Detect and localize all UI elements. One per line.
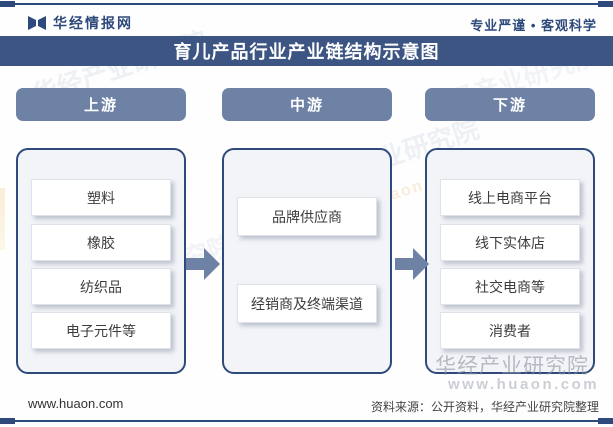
bottom-rule-left-cap — [0, 418, 15, 424]
bottom-rule — [0, 420, 613, 422]
brand-name: 华经情报网 — [53, 15, 133, 31]
node-electronic-components: 电子元件等 — [31, 312, 171, 349]
arrow-shaft — [395, 258, 413, 270]
arrow-shaft — [186, 258, 204, 270]
panel-downstream: 线上电商平台 线下实体店 社交电商等 消费者 — [425, 148, 595, 374]
node-plastic: 塑料 — [31, 179, 171, 216]
panel-upstream: 塑料 橡胶 纺织品 电子元件等 — [16, 148, 186, 374]
top-rule — [0, 3, 613, 5]
page-title: 育儿产品行业产业链结构示意图 — [0, 36, 613, 66]
node-rubber: 橡胶 — [31, 224, 171, 261]
brand-logo-icon — [28, 14, 46, 32]
node-online-ecommerce: 线上电商平台 — [440, 179, 580, 216]
node-textiles: 纺织品 — [31, 268, 171, 305]
bottom-right-watermark-url: www.huaon.com — [448, 376, 600, 393]
node-consumers: 消费者 — [440, 312, 580, 349]
brand: 华经情报网 — [28, 13, 133, 33]
footer-website: www.huaon.com — [28, 396, 124, 411]
arrow-right-icon — [186, 246, 220, 282]
arrow-head — [413, 248, 429, 280]
pill-midstream: 中游 — [222, 88, 392, 121]
edge-watermark-fragment — [0, 188, 5, 250]
arrow-right-icon — [395, 246, 429, 282]
bottom-rule-right-cap — [598, 418, 613, 424]
top-rule-left-cap — [0, 1, 15, 7]
footer-source-note: 资料来源：公开资料，华经产业研究院整理 — [370, 400, 599, 414]
node-brand-suppliers: 品牌供应商 — [237, 197, 377, 236]
pill-downstream: 下游 — [425, 88, 595, 121]
node-social-ecommerce: 社交电商等 — [440, 268, 580, 305]
panel-midstream: 品牌供应商 经销商及终端渠道 — [222, 148, 392, 374]
top-rule-right-cap — [598, 1, 613, 7]
brand-tagline: 专业严谨 • 客观科学 — [470, 18, 597, 33]
node-offline-stores: 线下实体店 — [440, 224, 580, 261]
node-distributors-channels: 经销商及终端渠道 — [237, 284, 377, 323]
arrow-head — [204, 248, 220, 280]
brand-header: 华经情报网 专业严谨 • 客观科学 — [0, 10, 613, 36]
pill-upstream: 上游 — [16, 88, 186, 121]
